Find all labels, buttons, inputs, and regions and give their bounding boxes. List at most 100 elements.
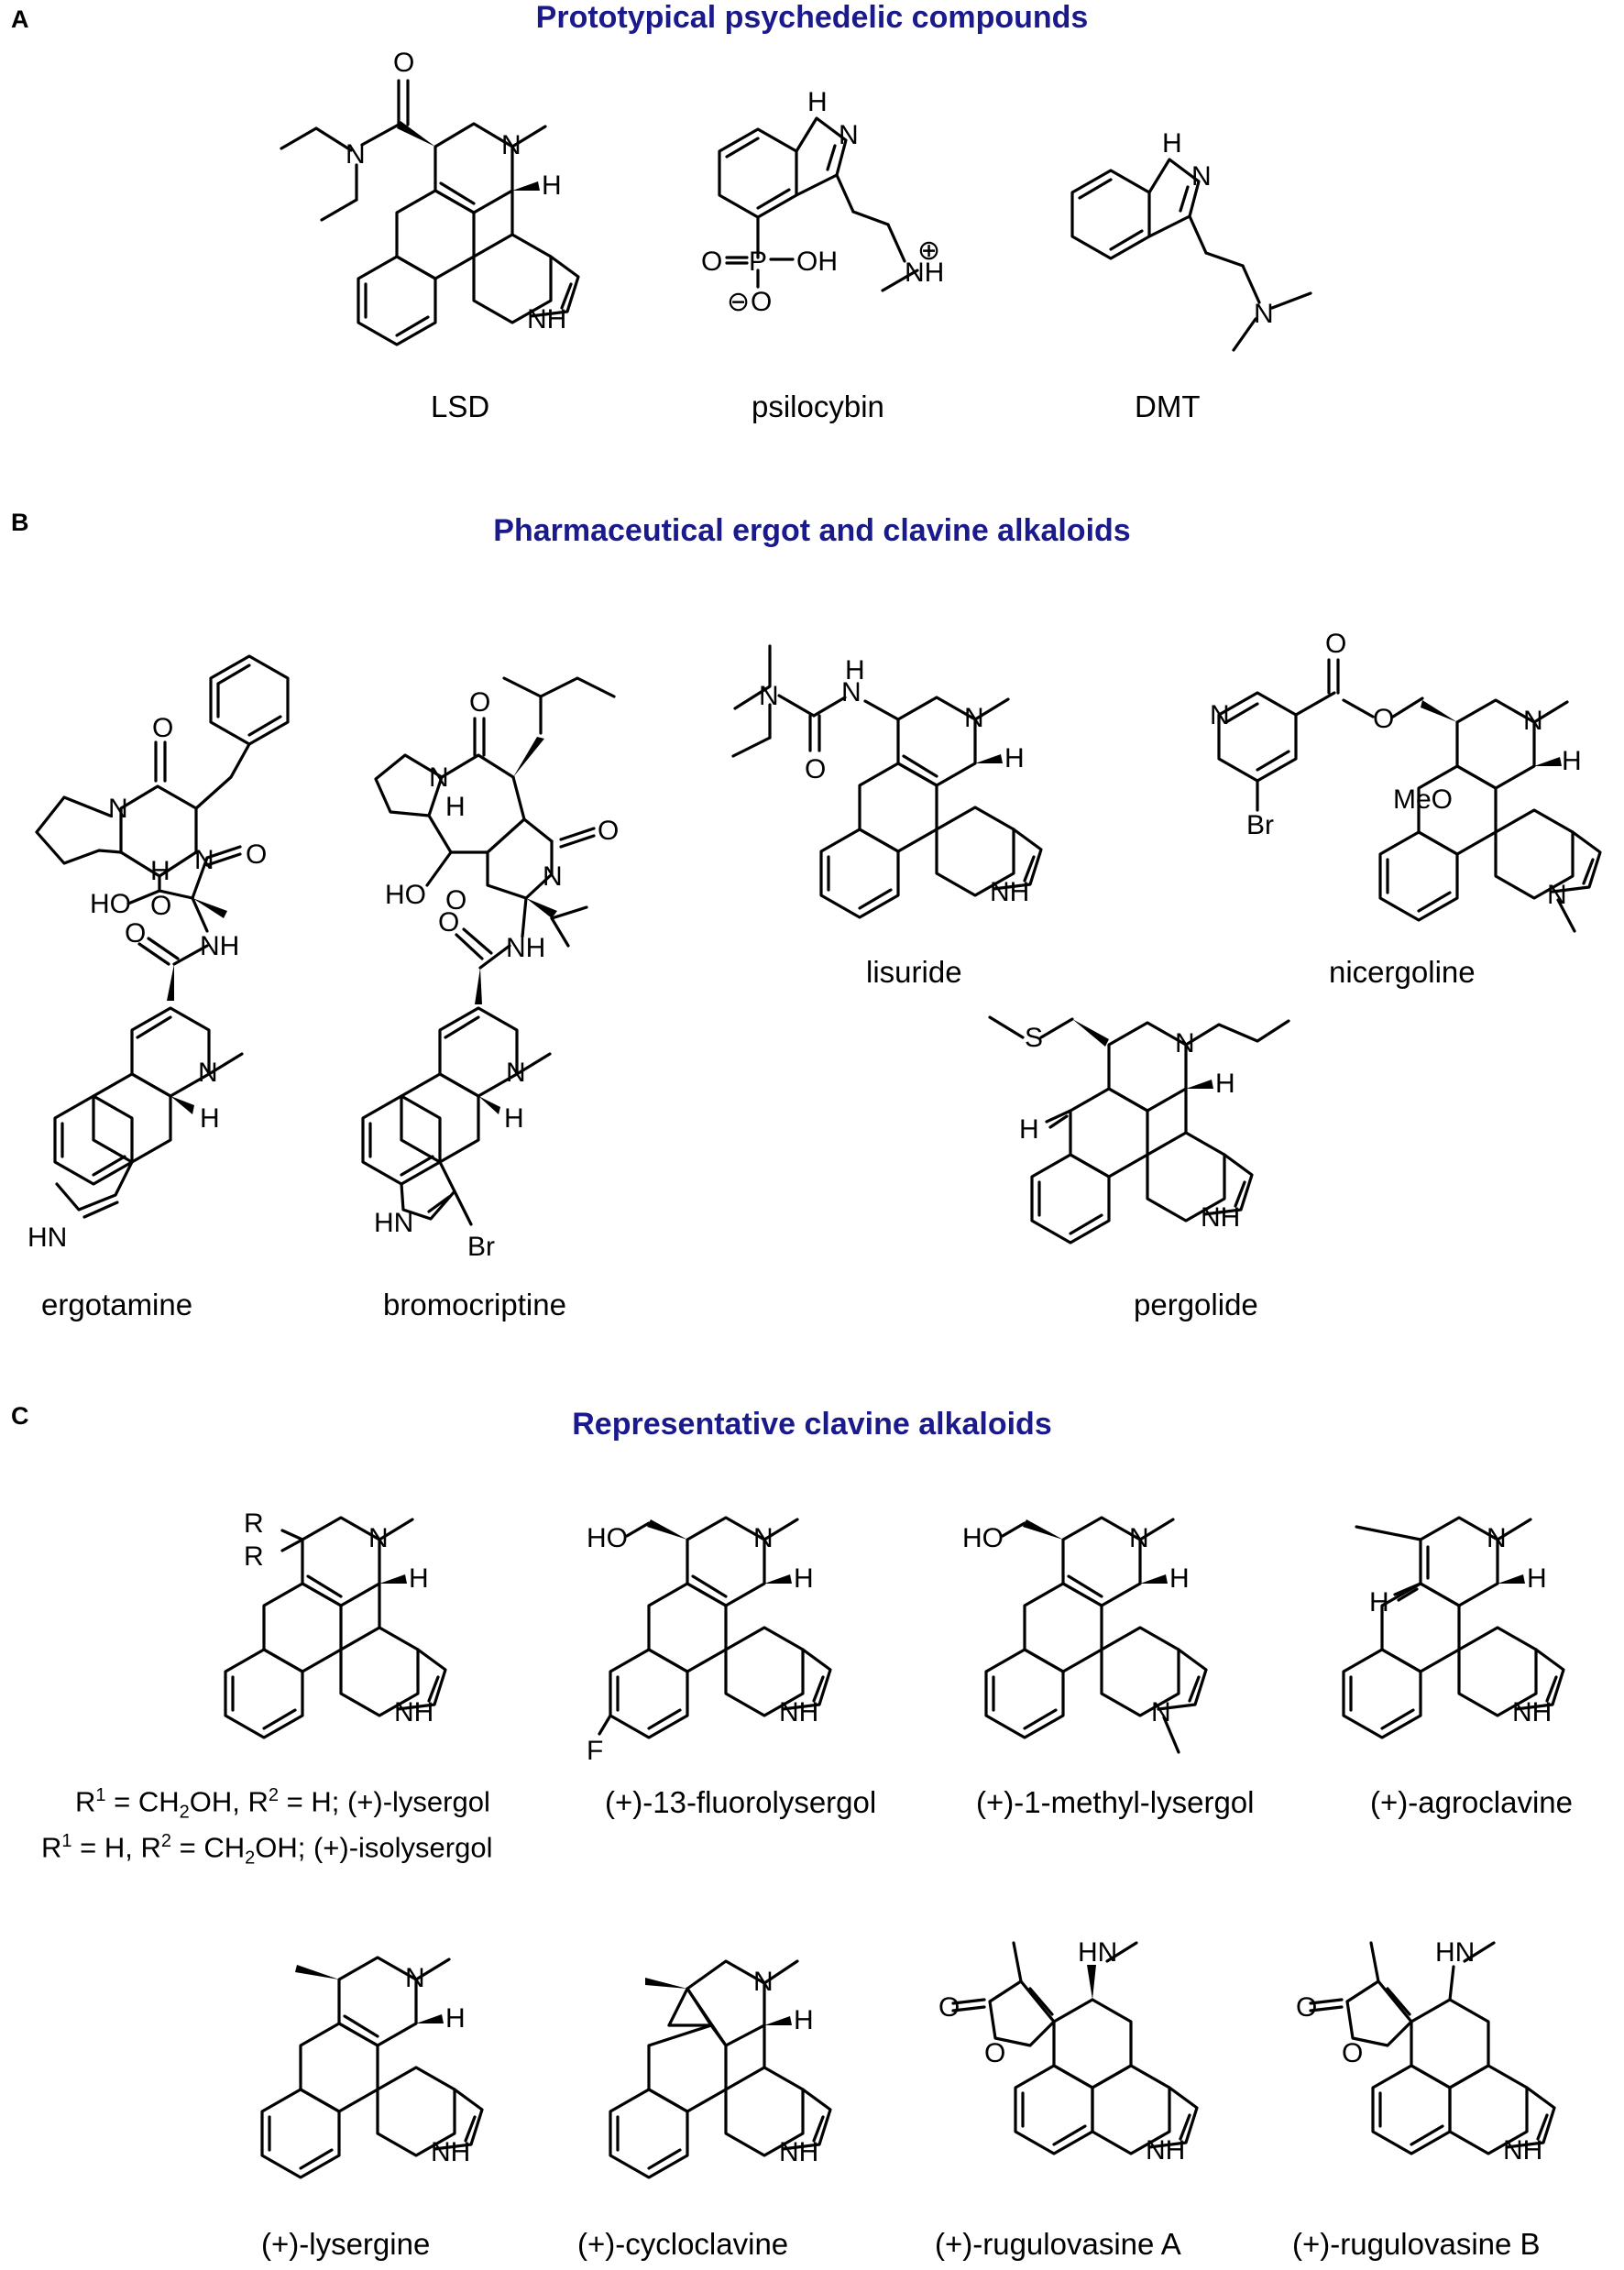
pergolide-s-label: S: [1025, 1023, 1043, 1053]
nicergoline-meo-label: MeO: [1393, 784, 1453, 815]
rugulovasine-a-o2-label: O: [984, 2038, 1005, 2068]
agroclavine-h-label: H: [1527, 1563, 1547, 1594]
agroclavine-h2-label: H: [1369, 1587, 1389, 1618]
caption-lysergine: (+)-lysergine: [261, 2227, 431, 2261]
rugulovasine-b-hn-label: HN: [1435, 1937, 1475, 1968]
ergotamine-o-label: O: [152, 713, 173, 743]
rdef-line-1: R1 = CH2OH, R2 = H; (+)-lysergol: [75, 1785, 490, 1823]
bromocriptine-o2-label: O: [598, 816, 619, 846]
lsd-structure: O N N H NH: [261, 37, 683, 385]
ergotamine-h2-label: H: [200, 1103, 220, 1134]
caption-pergolide: pergolide: [1134, 1288, 1258, 1321]
lisuride-nh-label: NH: [990, 877, 1029, 907]
dmt-h-label: H: [1162, 128, 1182, 159]
rugulovasine-b-o2-label: O: [1342, 2038, 1363, 2068]
caption-ergotamine: ergotamine: [41, 1288, 193, 1321]
rugulovasine-a-o-label: O: [938, 1992, 960, 2023]
psilocybin-p-label: P: [749, 247, 767, 277]
lisuride-h2-label: H: [1004, 743, 1025, 773]
lysergine-h-label: H: [445, 2003, 466, 2034]
ergotamine-h-label: H: [150, 856, 170, 886]
bromocriptine-o4-label: O: [438, 907, 459, 938]
lsd-nh-label: NH: [527, 304, 566, 334]
nicergoline-n2-label: N: [1523, 706, 1543, 736]
bromocriptine-hn-label: HN: [374, 1208, 413, 1238]
nicergoline-br-label: Br: [1246, 810, 1274, 840]
rugulovasine-b-structure: O O HN NH: [1292, 1925, 1595, 2209]
nicergoline-n3-label: N: [1547, 880, 1567, 910]
lsd-o-label: O: [393, 48, 414, 78]
caption-rugulovasine-b: (+)-rugulovasine B: [1292, 2227, 1541, 2261]
caption-lisuride: lisuride: [866, 955, 962, 989]
lisuride-structure: N N H O N H NH: [715, 628, 1100, 939]
ergotamine-o2-label: O: [246, 839, 267, 870]
fluorolysergol-n-label: N: [753, 1523, 774, 1553]
caption-dmt: DMT: [1135, 389, 1201, 423]
fluorolysergol-nh-label: NH: [779, 1697, 818, 1727]
caption-rugulovasine-a: (+)-rugulovasine A: [935, 2227, 1181, 2261]
dmt-structure: H N N: [1054, 119, 1356, 385]
pergolide-nh-label: NH: [1201, 1202, 1240, 1233]
caption-nicergoline: nicergoline: [1329, 955, 1476, 989]
cycloclavine-structure: N H NH: [596, 1934, 889, 2209]
ergotamine-structure: O N N O H HO O NH O N H HN: [0, 623, 330, 1274]
pergolide-h-label: H: [1215, 1069, 1235, 1099]
ergotamine-n2-label: N: [194, 845, 214, 875]
pergolide-h2-label: H: [1019, 1114, 1039, 1145]
bromocriptine-n2-label: N: [543, 861, 563, 892]
caption-psilocybin: psilocybin: [752, 389, 884, 423]
agroclavine-n-label: N: [1487, 1523, 1507, 1553]
caption-fluorolysergol: (+)-13-fluorolysergol: [605, 1785, 877, 1819]
panel-letter-b: B: [11, 509, 29, 536]
fluorolysergol-structure: HO N H NH F: [587, 1494, 880, 1769]
bromocriptine-structure: O N H N O HO O NH O N H HN Br: [321, 623, 706, 1274]
lsd-n2-label: N: [501, 130, 521, 160]
bromocriptine-o-label: O: [469, 687, 490, 718]
psilocybin-minus-label: ⊖: [727, 287, 750, 317]
caption-methyllysergol: (+)-1-methyl-lysergol: [976, 1785, 1255, 1819]
bromocriptine-h-label: H: [445, 792, 466, 822]
agroclavine-nh-label: NH: [1512, 1697, 1552, 1727]
methyllysergol-n-label: N: [1129, 1523, 1149, 1553]
lysergol-h-label: H: [409, 1563, 429, 1594]
dmt-n-label: N: [1191, 161, 1212, 192]
pergolide-structure: S N H H NH: [971, 1008, 1366, 1283]
methyllysergol-h-label: H: [1169, 1563, 1190, 1594]
caption-bromocriptine: bromocriptine: [383, 1288, 566, 1321]
rugulovasine-b-o-label: O: [1296, 1992, 1317, 2023]
bromocriptine-n-label: N: [429, 762, 449, 793]
psilocybin-o2-label: O: [751, 287, 772, 317]
psilocybin-plus-label: ⊕: [917, 236, 940, 266]
lysergol-nh-label: NH: [394, 1697, 433, 1727]
ergotamine-o3-label: O: [150, 891, 171, 921]
bromocriptine-br-label: Br: [467, 1232, 495, 1262]
psilocybin-structure: H N P O OH ⊖ O NH ⊕: [683, 87, 976, 362]
lsd-h-label: H: [542, 170, 562, 201]
lysergine-structure: N H NH: [247, 1934, 541, 2209]
panel-title-c: Representative clavine alkaloids: [572, 1407, 1052, 1442]
nicergoline-n-label: N: [1210, 700, 1230, 730]
lisuride-n3-label: N: [964, 703, 984, 733]
fluorolysergol-ho-label: HO: [587, 1523, 628, 1553]
ergotamine-n-label: N: [108, 794, 128, 824]
methyllysergol-ho-label: HO: [962, 1523, 1004, 1553]
nicergoline-o-label: O: [1325, 629, 1346, 659]
psilocybin-oh-label: OH: [796, 247, 838, 277]
lysergol-r1-label: R: [244, 1508, 264, 1539]
panel-title-b: Pharmaceutical ergot and clavine alkaloi…: [493, 513, 1131, 548]
rugulovasine-a-structure: O O HN NH: [935, 1925, 1237, 2209]
fluorolysergol-h-label: H: [794, 1563, 814, 1594]
psilocybin-h-label: H: [807, 87, 828, 117]
rdef-line-2: R1 = H, R2 = CH2OH; (+)-isolysergol: [41, 1831, 493, 1869]
panel-title-a: Prototypical psychedelic compounds: [535, 0, 1089, 35]
cycloclavine-nh-label: NH: [779, 2137, 818, 2167]
lysergol-structure: N H R R NH: [211, 1494, 522, 1769]
ergotamine-ho-label: HO: [90, 889, 131, 919]
bromocriptine-o3-label: O: [445, 885, 466, 916]
lisuride-h-label: H: [845, 655, 865, 685]
ergotamine-o4-label: O: [125, 918, 146, 949]
caption-lsd: LSD: [431, 389, 490, 423]
pergolide-n-label: N: [1175, 1028, 1195, 1058]
lsd-n-label: N: [346, 139, 366, 170]
panel-letter-a: A: [11, 5, 29, 33]
